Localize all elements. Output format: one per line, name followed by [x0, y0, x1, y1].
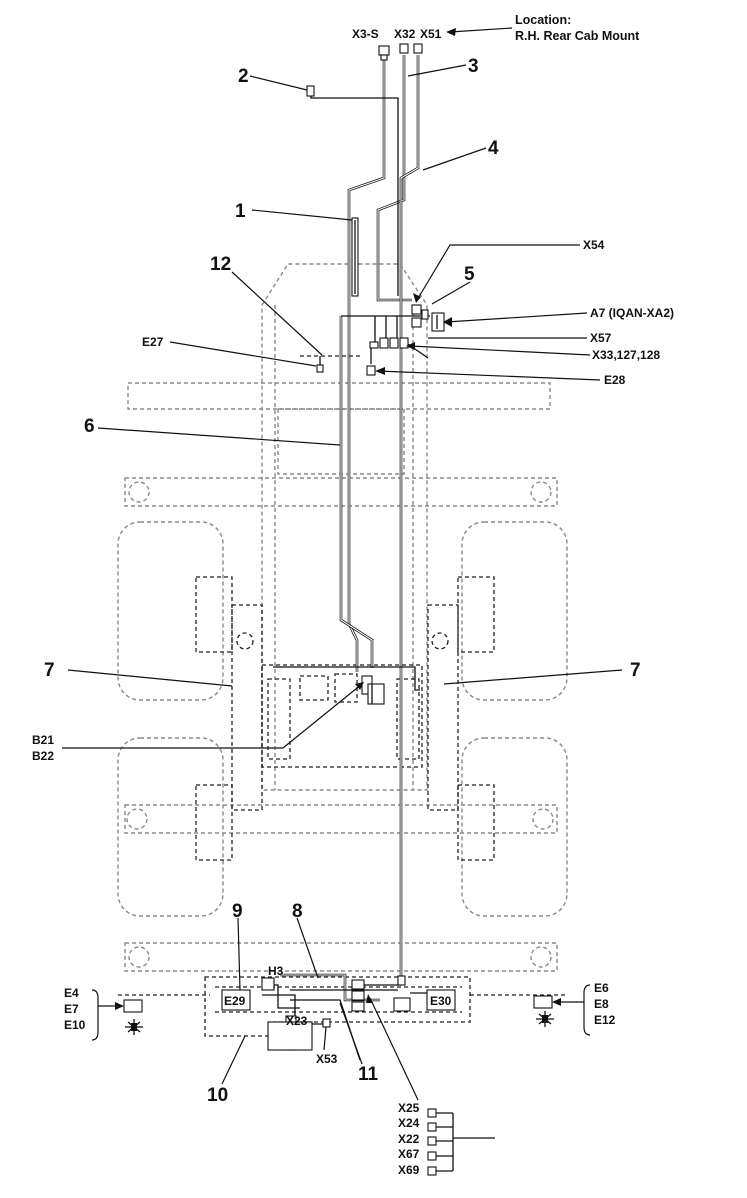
- label-x51: X51: [420, 27, 442, 41]
- leader-lines: [62, 27, 623, 1101]
- label-x22: X22: [398, 1132, 420, 1146]
- callout-12: 12: [210, 254, 231, 275]
- label-x53: X53: [316, 1052, 338, 1066]
- callout-5: 5: [464, 264, 475, 285]
- right-tail-lamp: [533, 995, 553, 1009]
- label-x67: X67: [398, 1147, 420, 1161]
- callout-9: 9: [232, 901, 243, 922]
- a7-module-shape: [431, 312, 445, 332]
- label-e12: E12: [594, 1013, 616, 1027]
- label-x23: X23: [286, 1014, 308, 1028]
- left-tail-lamp: [123, 999, 143, 1013]
- callout-numbers: 2 3 4 1 12 5 6 7 7 9 8 10 11: [44, 56, 641, 1106]
- callout-11: 11: [358, 1064, 379, 1085]
- h3-horn-shape: [261, 977, 275, 991]
- label-e10: E10: [64, 1018, 86, 1032]
- label-e7: E7: [64, 1002, 79, 1016]
- location-note: Location: R.H. Rear Cab Mount: [515, 13, 640, 43]
- label-x54: X54: [583, 238, 605, 252]
- location-title: Location:: [515, 13, 571, 27]
- connector-2-shape: [306, 85, 315, 97]
- callout-7-right: 7: [630, 660, 641, 681]
- left-lamp-glow-icon: [125, 1019, 143, 1035]
- callout-7-left: 7: [44, 660, 55, 681]
- e27-lamp-shape: [316, 364, 324, 373]
- callout-3: 3: [468, 56, 479, 77]
- label-e30: E30: [430, 994, 452, 1008]
- label-a7: A7 (IQAN-XA2): [590, 306, 674, 320]
- callout-6: 6: [84, 416, 95, 437]
- e28-lamp-shape: [366, 365, 376, 376]
- connector-x32-shape: [399, 43, 409, 54]
- label-h3: H3: [268, 964, 284, 978]
- connector-x3s-shape: [378, 45, 390, 56]
- label-e29: E29: [224, 994, 246, 1008]
- e29-shape: [221, 989, 251, 1011]
- right-lamp-glow-icon: [536, 1011, 554, 1027]
- label-x32: X32: [394, 27, 416, 41]
- label-x69: X69: [398, 1163, 420, 1177]
- label-x3s: X3-S: [352, 27, 379, 41]
- label-x33: X33,127,128: [592, 348, 660, 362]
- chassis-outline: [117, 263, 568, 1037]
- label-b21: B21: [32, 733, 54, 747]
- label-x24: X24: [398, 1116, 420, 1130]
- callout-2: 2: [238, 66, 249, 87]
- label-e6: E6: [594, 981, 609, 995]
- callout-8: 8: [292, 901, 303, 922]
- components: [123, 43, 554, 1176]
- label-x25: X25: [398, 1101, 420, 1115]
- callout-4: 4: [488, 138, 499, 159]
- label-e8: E8: [594, 997, 609, 1011]
- b21-b22-sensor-shape: [367, 683, 385, 705]
- label-b22: B22: [32, 749, 54, 763]
- label-x57: X57: [590, 331, 612, 345]
- x53-shape: [322, 1018, 331, 1028]
- e30-shape: [426, 989, 456, 1011]
- harness-routing: [262, 55, 495, 1172]
- label-e28: E28: [604, 373, 626, 387]
- connector-labels: X3-S X32 X51 X54 A7 (IQAN-XA2) X57 X33,1…: [32, 27, 674, 1177]
- label-e4: E4: [64, 986, 79, 1000]
- location-text: R.H. Rear Cab Mount: [515, 29, 640, 43]
- connector-x51-shape: [413, 43, 423, 54]
- callout-10: 10: [207, 1085, 228, 1106]
- callout-1: 1: [235, 201, 246, 222]
- label-e27: E27: [142, 335, 164, 349]
